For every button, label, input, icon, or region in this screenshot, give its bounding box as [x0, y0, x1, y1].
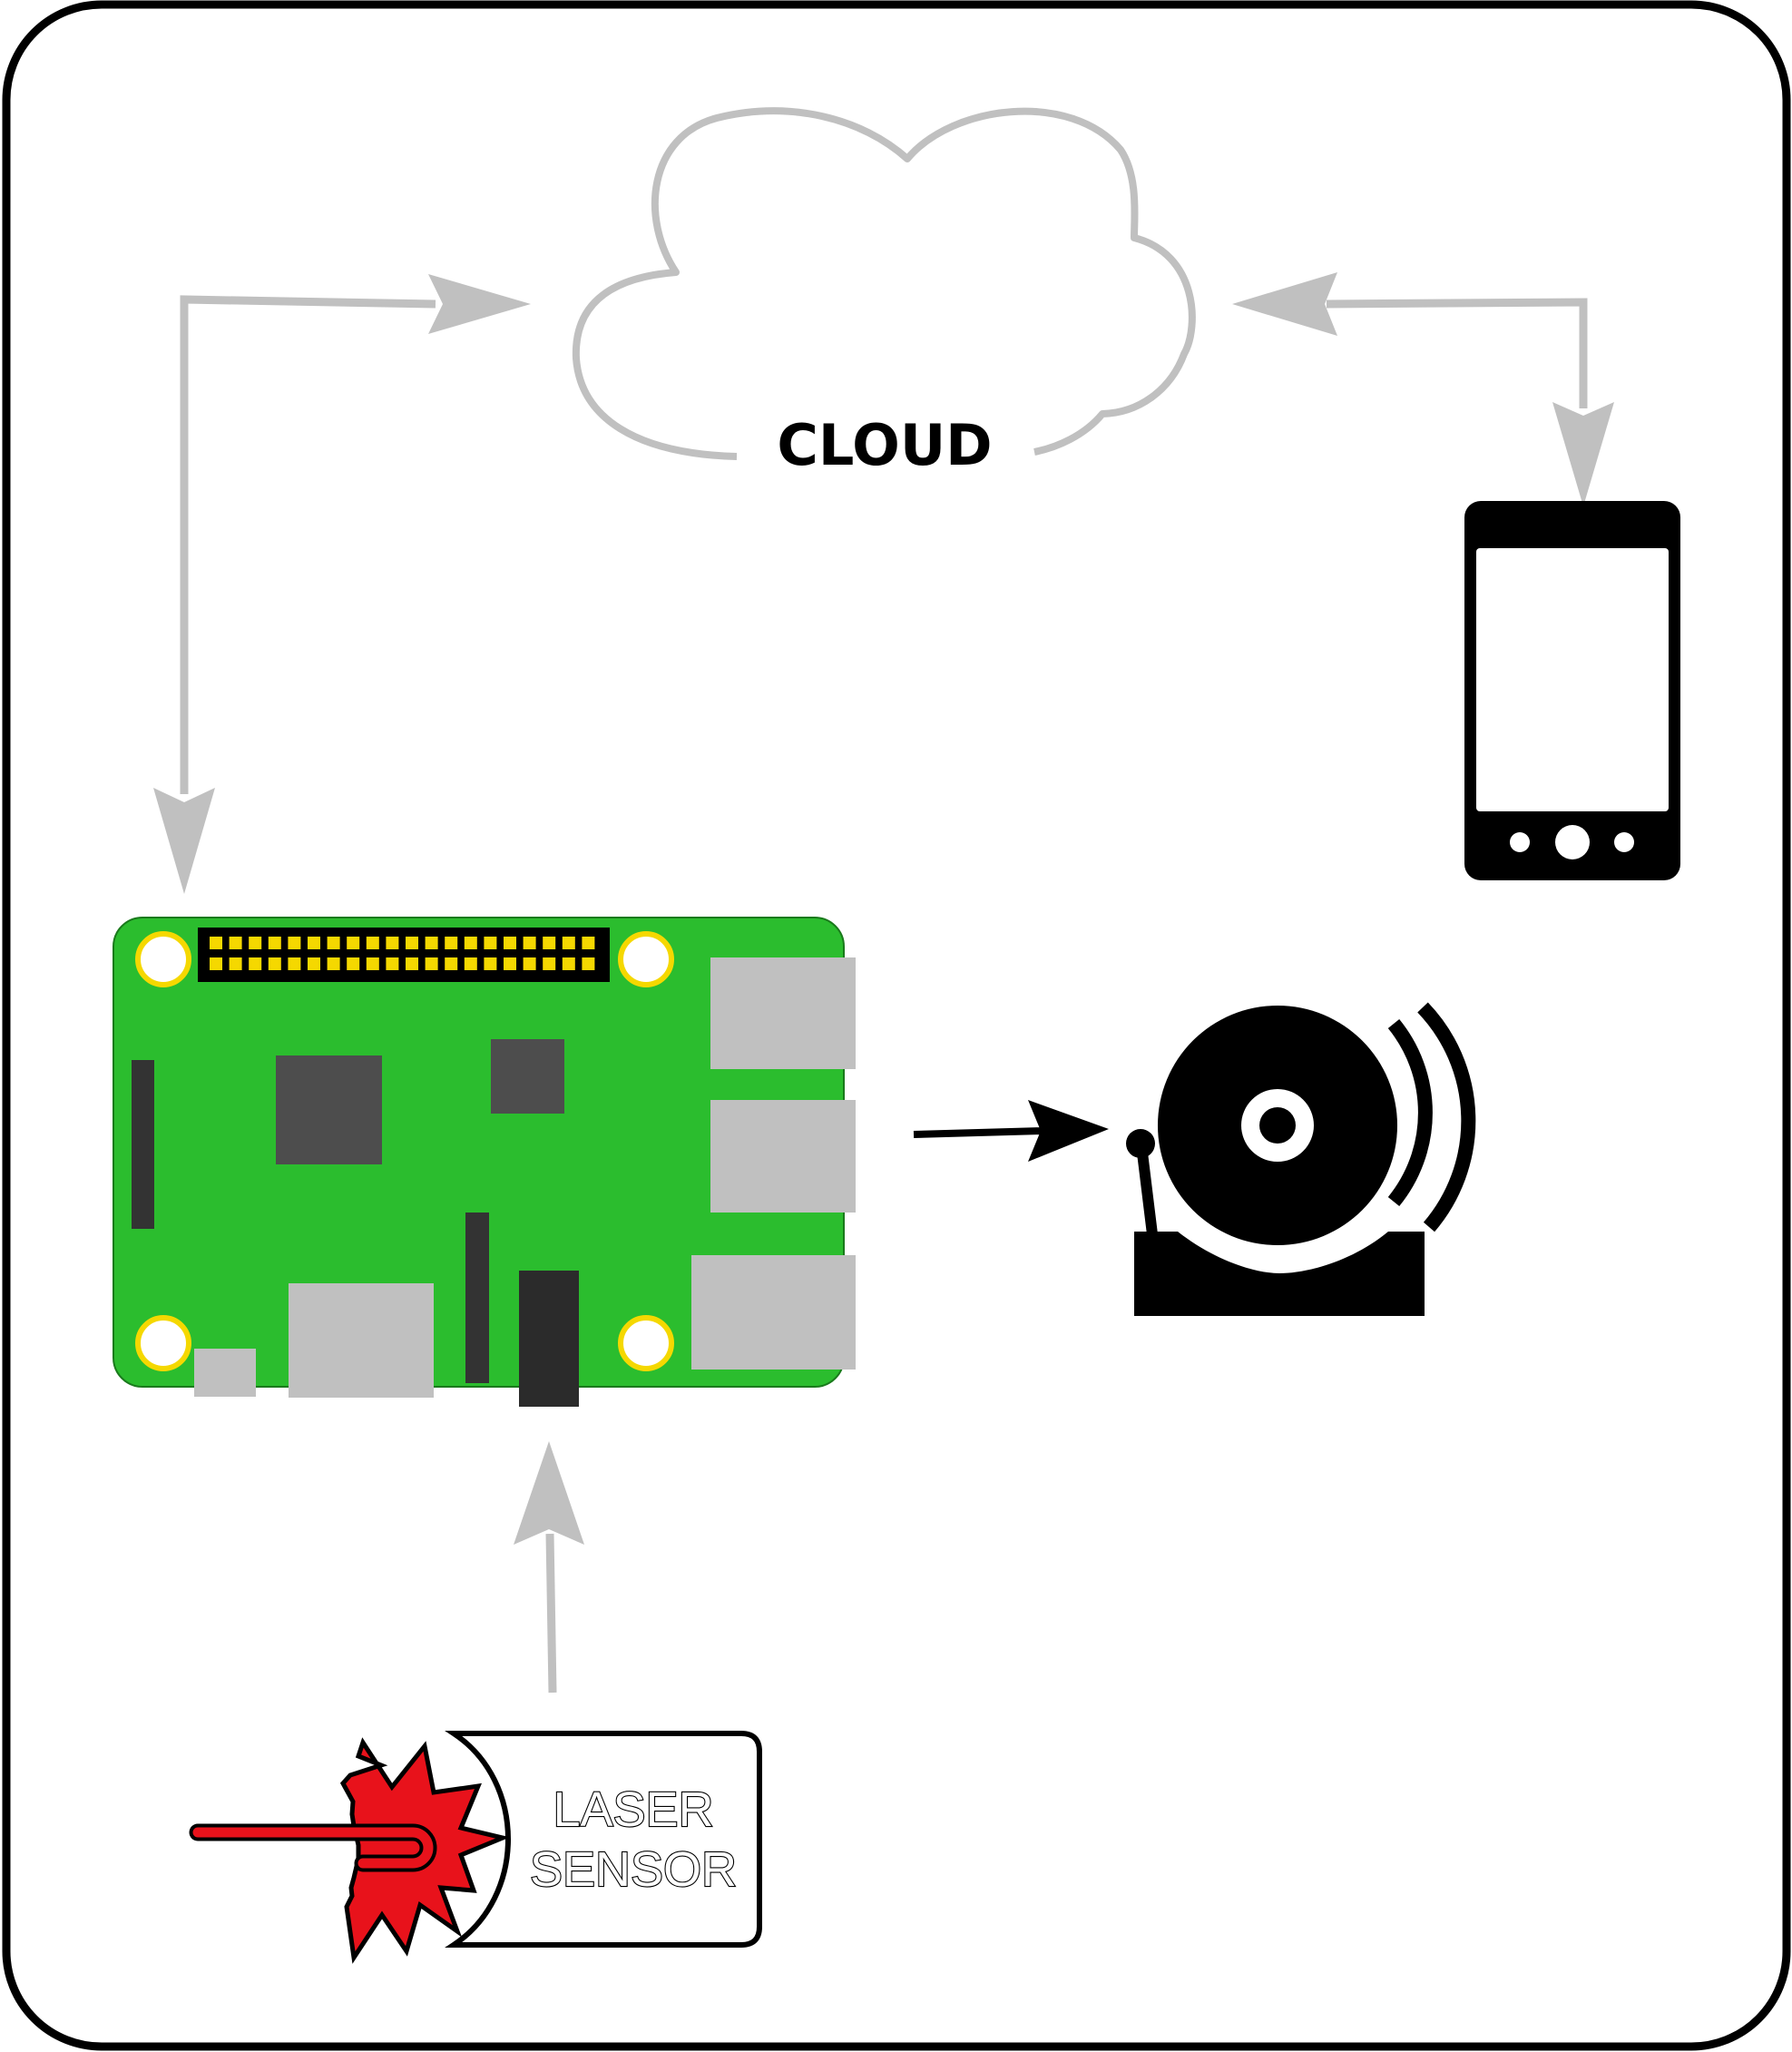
- audio-jack: [519, 1271, 579, 1407]
- smartphone-icon: [1464, 501, 1680, 880]
- gpio-pin: [268, 957, 281, 970]
- gpio-pin: [582, 937, 595, 949]
- alarm-bell-icon: [1126, 1002, 1476, 1316]
- gpio-pin: [406, 957, 418, 970]
- gpio-pin: [425, 937, 438, 949]
- gpio-pin: [543, 957, 556, 970]
- gpio-pin: [347, 957, 360, 970]
- gpio-pin: [249, 937, 262, 949]
- board-cloud-connector: [153, 274, 531, 894]
- gpio-pin: [464, 957, 477, 970]
- cloud-phone-connector: [1232, 272, 1614, 506]
- display-connector: [132, 1060, 154, 1229]
- cloud-label: CLOUD: [777, 412, 992, 478]
- gpio-pin: [464, 937, 477, 949]
- sensor-label-line2: SENSOR: [530, 1842, 737, 1897]
- gpio-pin: [327, 957, 340, 970]
- arrowhead-to-board-bottom: [514, 1441, 584, 1545]
- arrowhead-to-cloud-right: [1232, 272, 1337, 336]
- usb-port-1: [710, 957, 856, 1069]
- gpio-pin: [582, 957, 595, 970]
- arrowhead-to-board: [153, 788, 215, 894]
- sensor-board-connector: [514, 1441, 584, 1694]
- laser-sensor-icon: LASER SENSOR: [189, 1731, 762, 1964]
- gpio-pin: [268, 937, 281, 949]
- sensor-label-line1: LASER: [553, 1782, 713, 1837]
- gpio-pin: [229, 957, 242, 970]
- gpio-pin: [386, 957, 399, 970]
- gpio-pin: [562, 957, 575, 970]
- gpio-pin: [347, 937, 360, 949]
- gpio-pin: [288, 957, 301, 970]
- processor-chip: [276, 1055, 382, 1164]
- arrowhead-to-alarm: [1028, 1100, 1109, 1162]
- camera-connector: [465, 1213, 489, 1383]
- raspberry-pi-board-icon: [113, 917, 856, 1407]
- gpio-pin: [445, 937, 458, 949]
- gpio-pin: [249, 957, 262, 970]
- gpio-pin: [366, 937, 379, 949]
- gpio-pin: [308, 937, 320, 949]
- usb-port-2: [710, 1100, 856, 1213]
- secondary-chip: [491, 1039, 564, 1114]
- gpio-pin: [484, 957, 497, 970]
- gpio-pin: [210, 957, 222, 970]
- gpio-pin: [229, 937, 242, 949]
- gpio-pin: [288, 937, 301, 949]
- gpio-pin: [366, 957, 379, 970]
- ethernet-port: [691, 1255, 856, 1370]
- gpio-pin: [406, 937, 418, 949]
- gpio-pin: [327, 937, 340, 949]
- arrowhead-to-phone: [1552, 402, 1614, 506]
- gpio-pin: [523, 937, 536, 949]
- gpio-pin: [523, 957, 536, 970]
- gpio-pin: [386, 937, 399, 949]
- gpio-pin: [308, 957, 320, 970]
- arrowhead-to-cloud: [428, 274, 531, 334]
- gpio-pin: [445, 957, 458, 970]
- gpio-pin: [504, 957, 516, 970]
- gpio-pin: [425, 957, 438, 970]
- cloud-icon: CLOUD: [572, 107, 1196, 478]
- gpio-header: [198, 928, 610, 982]
- board-alarm-connector: [913, 1100, 1109, 1162]
- micro-usb-port: [194, 1349, 256, 1397]
- gpio-pin: [210, 937, 222, 949]
- gpio-pin: [543, 937, 556, 949]
- hdmi-port: [289, 1283, 434, 1398]
- gpio-pin: [562, 937, 575, 949]
- gpio-pin: [504, 937, 516, 949]
- gpio-pin: [484, 937, 497, 949]
